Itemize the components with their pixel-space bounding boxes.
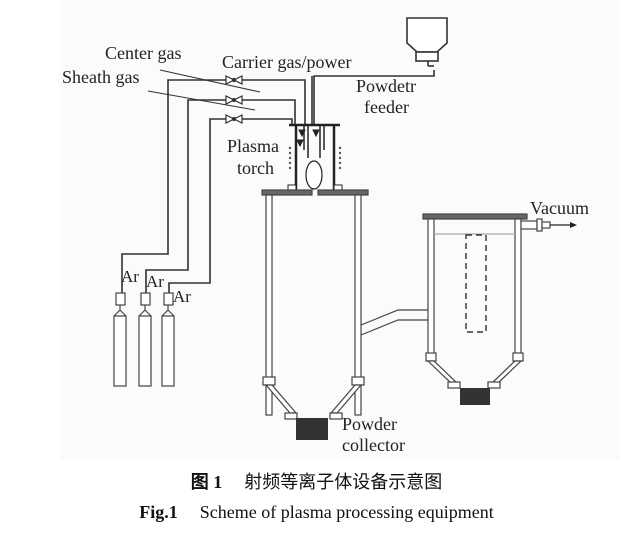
reactor-chamber xyxy=(261,189,369,420)
carrier-gas-line xyxy=(313,70,435,125)
gas-lines xyxy=(121,70,435,295)
caption-en-prefix: Fig.1 xyxy=(139,502,178,522)
powder-feeder-label-1: Powdetr xyxy=(356,76,416,96)
filter-vessel xyxy=(422,213,577,389)
sheath-gas-leader xyxy=(147,90,256,111)
powder-collector-label-2: collector xyxy=(342,435,405,455)
sheath-gas-label: Sheath gas xyxy=(62,67,139,87)
valve-icon xyxy=(225,114,243,124)
argon-bottles xyxy=(113,292,175,387)
caption-en-text: Scheme of plasma processing equipment xyxy=(199,502,494,522)
vacuum-arrow-icon xyxy=(570,222,577,228)
connecting-pipe xyxy=(360,309,432,336)
caption-cn-prefix: 图 1 xyxy=(190,472,223,492)
plasma-torch-label-1: Plasma xyxy=(227,136,279,156)
caption-chinese: 图 1 射频等离子体设备示意图 xyxy=(0,468,633,494)
argon-label-3: Ar xyxy=(173,287,191,306)
caption-english: Fig.1 Scheme of plasma processing equipme… xyxy=(0,502,633,523)
gas-line-3 xyxy=(168,118,293,295)
powder-feeder-icon xyxy=(406,17,448,67)
carrier-gas-label: Carrier gas/power xyxy=(222,52,351,72)
argon-bottle-icon xyxy=(161,292,175,387)
powder-collector-label-1: Powder xyxy=(342,414,397,434)
argon-label-1: Ar xyxy=(121,267,139,286)
valves xyxy=(225,75,243,124)
gas-line-1 xyxy=(121,79,306,295)
valve-icon xyxy=(225,95,243,105)
powder-collector-icon xyxy=(296,418,328,440)
gas-line-2 xyxy=(145,99,296,295)
filter-icon xyxy=(465,234,487,333)
argon-bottle-icon xyxy=(113,292,127,387)
argon-label-2: Ar xyxy=(146,272,164,291)
center-gas-leader xyxy=(159,69,261,93)
powder-feeder-label-2: feeder xyxy=(364,97,409,117)
valve-icon xyxy=(225,75,243,85)
plasma-torch-label-2: torch xyxy=(237,158,274,178)
center-gas-label: Center gas xyxy=(105,43,181,63)
filter-collector-icon xyxy=(460,388,490,405)
vacuum-label: Vacuum xyxy=(530,198,589,218)
caption-cn-text: 射频等离子体设备示意图 xyxy=(244,472,443,492)
argon-bottle-icon xyxy=(138,292,152,387)
